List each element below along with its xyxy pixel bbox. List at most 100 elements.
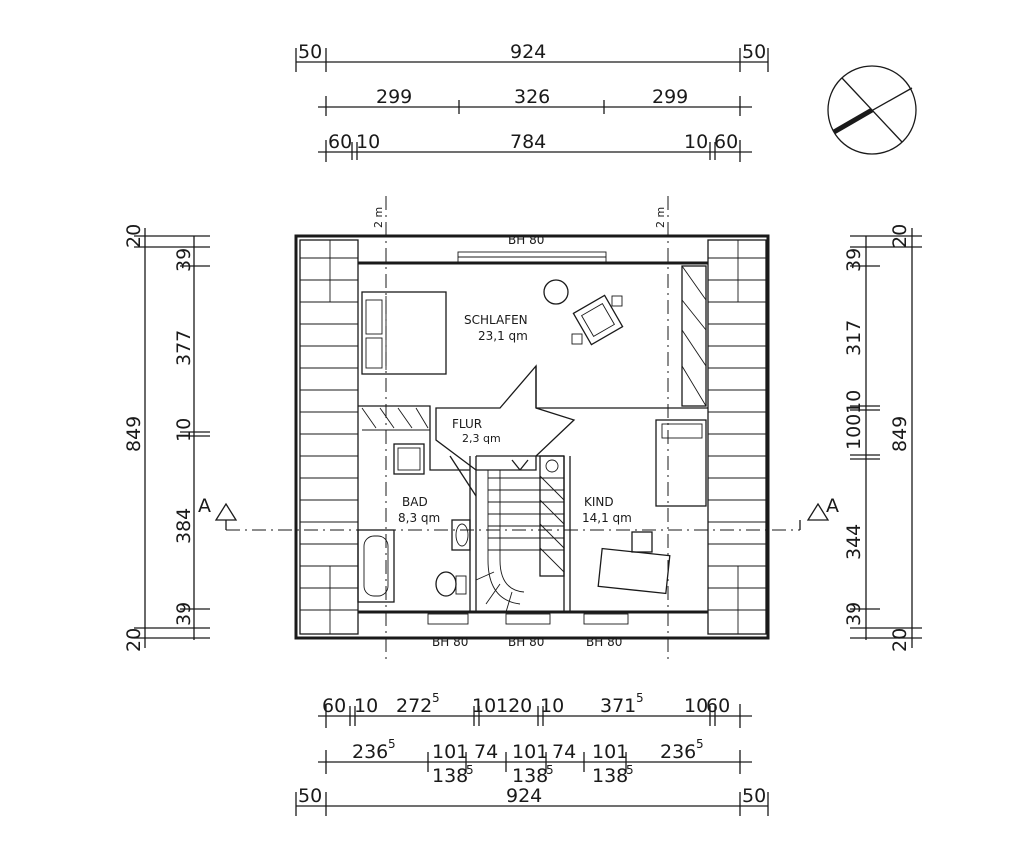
dim-right-10-upper: 10 [843,390,865,414]
dim-right-20-top: 20 [889,224,911,248]
dim-left-384: 384 [173,508,195,544]
dim-bottom-272-sup: 5 [432,691,440,705]
dim-left-20-bottom: 20 [123,628,145,652]
room-bad-area: 8,3 qm [398,511,440,525]
dim-bottom-272: 272 [396,695,432,717]
table-round [543,279,569,305]
dim-bottom-236-left-sup: 5 [388,737,396,751]
dim-bottom-101-c: 101 [592,741,628,763]
dim-bottom-10-mid1: 10 [472,695,496,717]
bed-double [361,291,447,375]
dim-left-377: 377 [173,330,195,366]
wardrobe-flur [361,407,430,431]
chair [631,531,653,553]
north-arrow-icon [827,65,917,155]
dim-top-326: 326 [514,86,550,108]
dim-top-60-right: 60 [714,131,738,153]
window-bottom-1: BH 80 [427,613,469,649]
dim-bottom-10-left: 10 [354,695,378,717]
bottom-dimensions: 60 10 272 5 10 120 10 371 5 10 60 236 5 … [295,691,769,816]
dim-bottom-74-a: 74 [474,741,498,763]
roof-hatching-left [300,240,358,634]
dim-left-20-top: 20 [123,224,145,248]
window-bottom-label-1: BH 80 [432,635,468,649]
dim-bottom-101-b: 101 [512,741,548,763]
dim-top-784: 784 [510,131,546,153]
toilet [435,571,467,597]
dim-bottom-924: 924 [506,785,542,807]
bathtub [357,529,395,603]
dim-bottom-236-right: 236 [660,741,696,763]
dim-top-10-right: 10 [684,131,708,153]
dim-top-60-left: 60 [328,131,352,153]
dim-bottom-50-right: 50 [742,785,766,807]
dim-bottom-138-a-sup: 5 [466,763,474,777]
dim-top-924: 924 [510,41,546,63]
window-top: BH 80 [457,233,607,263]
dim-right-20-bottom: 20 [889,628,911,652]
height-lines: 2 m 2 m [372,196,669,660]
window-bottom-3: BH 80 [583,613,629,649]
dim-bottom-138-c-sup: 5 [626,763,634,777]
roof-hatching-right [708,240,766,634]
height-label-left: 2 m [372,207,385,228]
dim-left-10: 10 [173,418,195,442]
dim-bottom-74-b: 74 [552,741,576,763]
window-bottom-2: BH 80 [505,613,551,649]
washbasin [451,519,471,551]
left-dimensions: 20 39 377 10 384 39 20 849 [123,224,210,652]
dim-right-344: 344 [843,524,865,560]
desk [597,547,671,595]
dim-right-39-top: 39 [843,248,865,272]
dim-left-849: 849 [123,416,145,452]
dim-right-849: 849 [889,416,911,452]
room-kind-name: KIND [584,495,614,509]
outer-walls [294,234,770,640]
top-dimensions: 50 924 50 299 326 299 60 10 784 10 60 [295,41,769,162]
room-schlafen-area: 23,1 qm [478,329,528,343]
section-marker-icon: A A [198,495,839,531]
armchair [571,294,624,346]
height-label-right: 2 m [654,207,667,228]
window-bottom-label-3: BH 80 [586,635,622,649]
section-label-left: A [198,495,211,517]
dim-top-50-left: 50 [298,41,322,63]
dim-left-39-top: 39 [173,248,195,272]
dim-bottom-10-mid2: 10 [540,695,564,717]
flur-shape [435,364,576,497]
dim-left-39-bottom: 39 [173,602,195,626]
dim-top-299-left: 299 [376,86,412,108]
dim-top-50-right: 50 [742,41,766,63]
room-kind-area: 14,1 qm [582,511,632,525]
cabinet-kind [539,455,565,577]
room-bad-name: BAD [402,495,428,509]
dim-bottom-138-a: 138 [432,765,468,787]
dim-top-299-right: 299 [652,86,688,108]
wardrobe-schlafen [681,265,707,407]
dim-bottom-50-left: 50 [298,785,322,807]
dim-bottom-60-right: 60 [706,695,730,717]
dim-bottom-120: 120 [496,695,532,717]
section-label-right: A [826,495,839,517]
dim-bottom-60-left: 60 [322,695,346,717]
bed-single [655,419,707,507]
dim-bottom-138-b-sup: 5 [546,763,554,777]
dim-right-100: 100 [843,414,865,450]
right-dimensions: 20 39 317 10 100 10 344 39 20 849 [843,224,922,652]
window-bottom-label-2: BH 80 [508,635,544,649]
room-flur-area: 2,3 qm [462,432,501,445]
room-schlafen-name: SCHLAFEN [464,313,528,327]
dim-bottom-138-b: 138 [512,765,548,787]
dim-bottom-236-left: 236 [352,741,388,763]
window-top-label: BH 80 [508,233,544,247]
dim-right-317: 317 [843,320,865,356]
room-flur-name: FLUR [452,417,482,431]
shower [393,443,425,475]
dim-bottom-101-a: 101 [432,741,468,763]
dim-bottom-371-sup: 5 [636,691,644,705]
dim-bottom-236-right-sup: 5 [696,737,704,751]
dim-bottom-138-c: 138 [592,765,628,787]
staircase [475,459,564,613]
dim-top-10-left: 10 [356,131,380,153]
